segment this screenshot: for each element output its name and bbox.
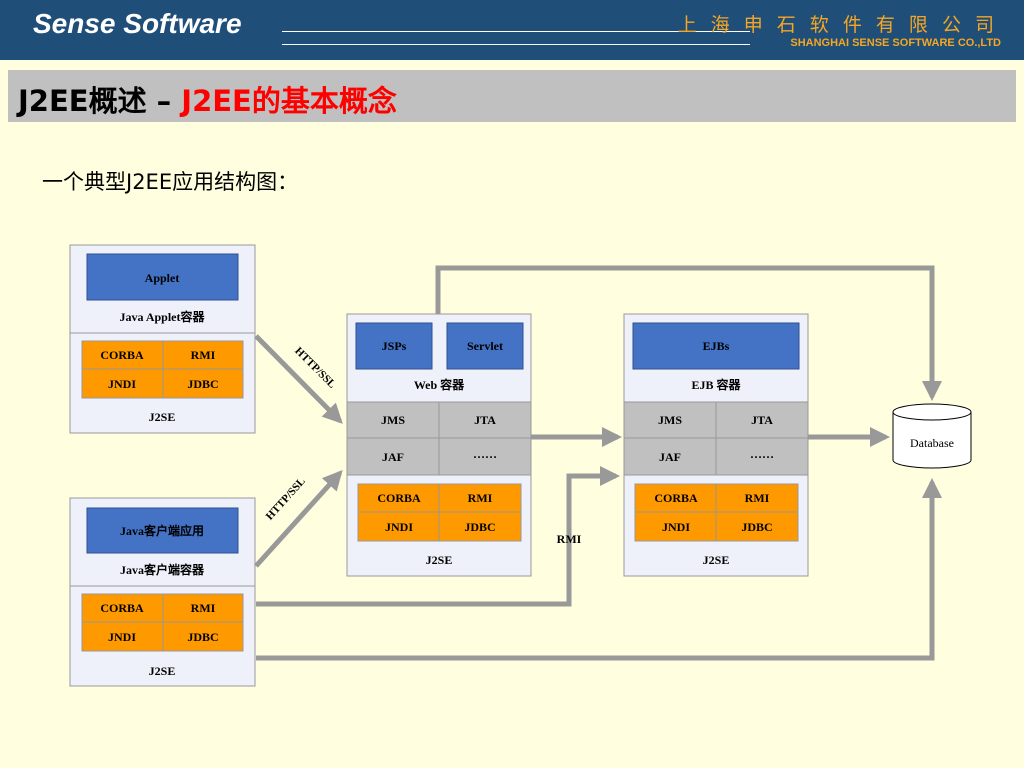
web-platform-label: J2SE: [426, 553, 453, 567]
database-cylinder: Database: [892, 403, 972, 469]
database-label: Database: [910, 436, 954, 450]
client-service-jndi: JNDI: [108, 630, 136, 644]
header-divider-top: [282, 31, 750, 32]
web-api-jaf: JAF: [382, 450, 404, 464]
applet-container-label: Java Applet容器: [119, 309, 205, 324]
ejbs-label: EJBs: [703, 339, 730, 353]
brand-logo: Sense Software: [33, 8, 242, 39]
client-platform-label: J2SE: [149, 664, 176, 678]
arrow-client-to-web: [254, 470, 343, 568]
ejb-api-more: ……: [750, 447, 774, 461]
client-component: [86, 507, 239, 554]
applet-service-rmi: RMI: [191, 348, 216, 362]
ejb-service-jdbc: JDBC: [741, 520, 772, 534]
web-service-corba: CORBA: [377, 491, 421, 505]
ejb-platform-label: J2SE: [703, 553, 730, 567]
subtitle: 一个典型J2EE应用结构图：: [42, 170, 299, 194]
web-service-jdbc: JDBC: [464, 520, 495, 534]
client-container-label: Java客户端容器: [120, 562, 205, 577]
applet-container-box: Applet Java Applet容器 CORBA RMI JNDI JDBC…: [69, 244, 256, 434]
ejb-container-box: EJBs EJB 容器 JMS JTA JAF …… CORBA RMI JND…: [623, 313, 809, 577]
ejb-api-jta: JTA: [751, 413, 773, 427]
applet-platform-label: J2SE: [149, 410, 176, 424]
applet-service-jdbc: JDBC: [187, 377, 218, 391]
servlet-component: [446, 322, 524, 370]
web-service-jndi: JNDI: [385, 520, 413, 534]
ejb-container-label: EJB 容器: [691, 377, 741, 392]
header-divider-bottom: [282, 44, 750, 45]
title-prefix: J2EE概述 –: [18, 84, 182, 118]
applet-component: [86, 253, 239, 301]
web-api-jms: JMS: [381, 413, 405, 427]
web-api-more: ……: [473, 447, 497, 461]
client-service-jdbc: JDBC: [187, 630, 218, 644]
applet-label: Applet: [145, 271, 180, 285]
web-container-label: Web 容器: [414, 377, 465, 392]
ejbs-component: [632, 322, 800, 370]
page-title: J2EE概述 – J2EE的基本概念: [18, 78, 397, 120]
title-highlight: J2EE的基本概念: [181, 84, 397, 118]
header-bar: [0, 0, 1024, 60]
client-service-rmi: RMI: [191, 601, 216, 615]
web-api-jta: JTA: [474, 413, 496, 427]
servlet-label: Servlet: [467, 339, 503, 353]
ejb-api-jms: JMS: [658, 413, 682, 427]
ejb-service-jndi: JNDI: [662, 520, 690, 534]
company-name-cn: 上 海 申 石 软 件 有 限 公 司: [677, 14, 998, 36]
ejb-service-rmi: RMI: [745, 491, 770, 505]
arrow-applet-to-web: [254, 334, 343, 424]
arrow-client-to-database: [256, 478, 942, 661]
ejb-service-corba: CORBA: [654, 491, 698, 505]
applet-service-jndi: JNDI: [108, 377, 136, 391]
rmi-label: RMI: [557, 532, 582, 546]
http-ssl-label-top: HTTP/SSL: [292, 345, 338, 391]
arrow-web-to-database: [435, 265, 942, 401]
client-service-corba: CORBA: [100, 601, 144, 615]
company-name-en: SHANGHAI SENSE SOFTWARE CO.,LTD: [790, 37, 1001, 49]
client-app-label: Java客户端应用: [120, 523, 204, 538]
title-bar: [8, 70, 1016, 122]
ejb-api-jaf: JAF: [659, 450, 681, 464]
applet-service-corba: CORBA: [100, 348, 144, 362]
client-container-box: Java客户端应用 Java客户端容器 CORBA RMI JNDI JDBC …: [69, 497, 256, 687]
arrow-client-rmi-to-ejb: [256, 466, 620, 607]
jsps-label: JSPs: [382, 339, 407, 353]
web-container-box: JSPs Servlet Web 容器 JMS JTA JAF …… CORBA…: [346, 313, 532, 577]
web-service-rmi: RMI: [468, 491, 493, 505]
jsps-component: [355, 322, 433, 370]
